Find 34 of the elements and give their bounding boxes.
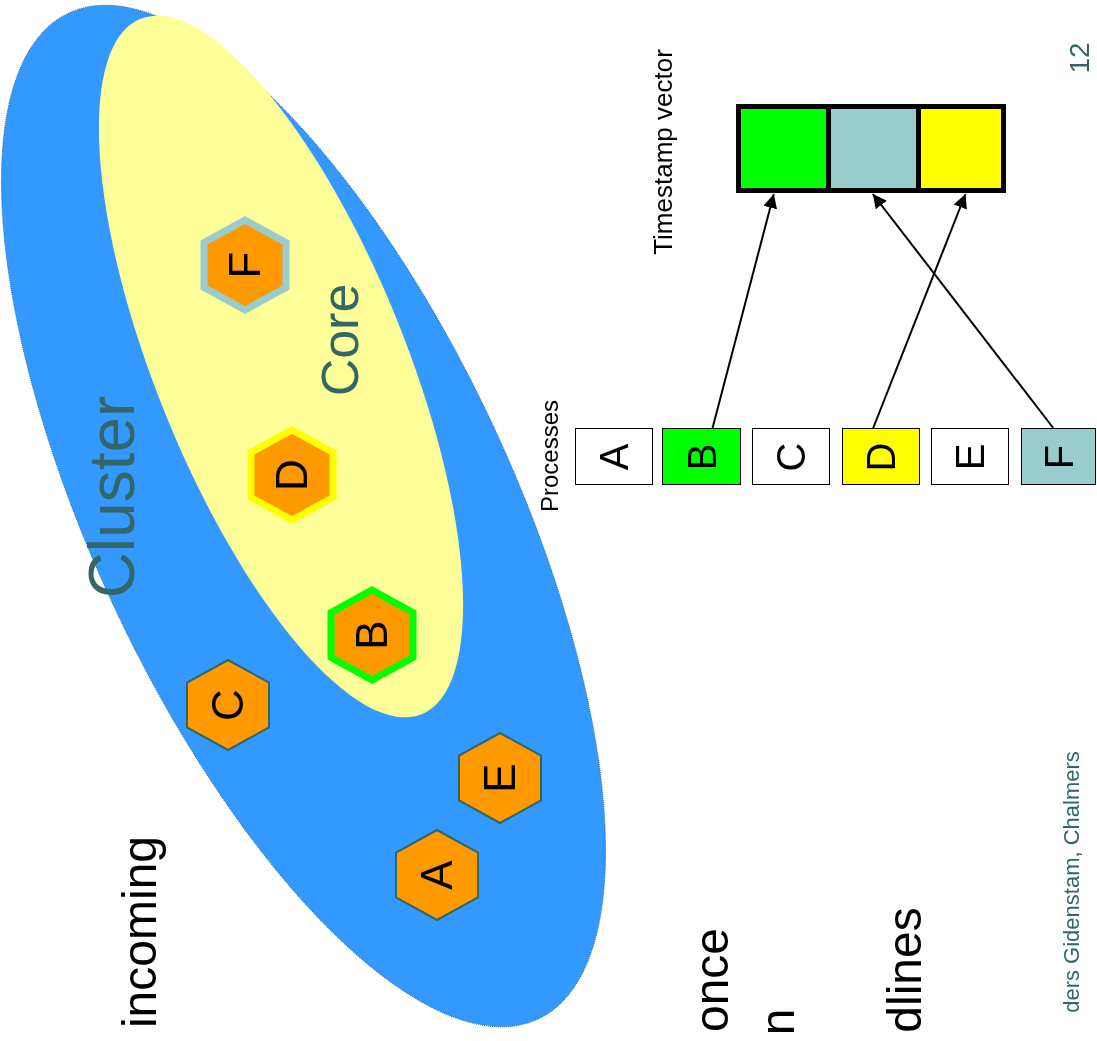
arrow <box>711 193 778 429</box>
arrow <box>872 193 967 429</box>
text-label: incoming <box>116 835 164 1029</box>
text-label: once <box>688 927 736 1033</box>
vector-cell <box>826 104 916 193</box>
text-label: n <box>754 1008 802 1036</box>
process-box <box>662 428 741 485</box>
process-box <box>842 428 920 485</box>
process-box <box>575 428 653 485</box>
text-label: 12 <box>1066 42 1094 74</box>
text-label: ders Gidenstam, Chalmers <box>1061 751 1083 1013</box>
process-letter: D <box>270 459 314 491</box>
process-box <box>931 428 1009 485</box>
process-letter: F <box>1038 444 1079 469</box>
arrow <box>871 193 1055 429</box>
process-letter: B <box>681 443 722 470</box>
process-letter: C <box>771 442 811 471</box>
region-title: Cluster <box>80 395 144 599</box>
process-letter: B <box>350 620 394 650</box>
process-box <box>1021 428 1096 485</box>
text-label: dlines <box>881 907 929 1033</box>
process-letter: D <box>861 442 901 471</box>
text-label: Timestamp vector <box>650 49 676 255</box>
text-label: Processes <box>538 400 562 512</box>
process-letter: F <box>223 251 267 279</box>
region-title: Core <box>314 283 366 397</box>
vector-cell <box>916 104 1006 193</box>
process-letter: C <box>206 689 250 721</box>
process-letter: A <box>594 443 634 470</box>
process-box <box>752 428 830 485</box>
process-letter: A <box>415 860 459 890</box>
process-letter: E <box>478 763 522 793</box>
vector-cell <box>736 104 826 193</box>
process-letter: E <box>950 443 990 470</box>
